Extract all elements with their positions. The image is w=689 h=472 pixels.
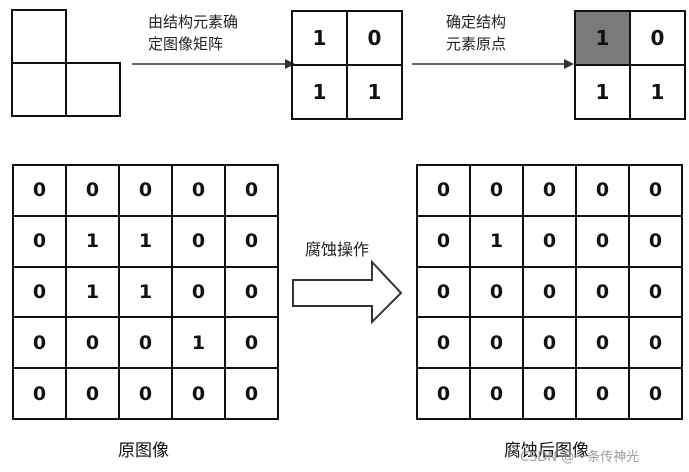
eroded-image-cell: 0 xyxy=(628,316,683,370)
eroded-image-cell: 1 xyxy=(469,214,524,268)
eroded-image-caption: 腐蚀后图像 xyxy=(504,441,589,461)
se-matrix-cell: 1 xyxy=(291,64,348,120)
original-image-cell: 0 xyxy=(118,316,173,370)
se-matrix-cell: 1 xyxy=(291,10,348,66)
eroded-image-cell: 0 xyxy=(522,214,577,268)
original-image-cell: 0 xyxy=(171,164,226,217)
original-image-caption: 原图像 xyxy=(118,441,169,461)
se-shape-cell-bottom-left xyxy=(11,62,67,117)
arrow-set-origin xyxy=(412,59,574,69)
original-image-cell: 1 xyxy=(65,265,120,319)
se-matrix-cell: 1 xyxy=(346,64,403,120)
original-image-cell: 1 xyxy=(118,214,173,268)
original-image-cell: 0 xyxy=(65,316,120,370)
eroded-image-cell: 0 xyxy=(416,164,471,217)
eroded-image-cell: 0 xyxy=(575,316,630,370)
eroded-image-cell: 0 xyxy=(416,214,471,268)
set-origin-label-line1: 确定结构 xyxy=(446,13,507,31)
eroded-image-cell: 0 xyxy=(416,265,471,319)
eroded-image-cell: 0 xyxy=(628,164,683,217)
original-image-cell: 0 xyxy=(118,164,173,217)
watermark-text: CSDN @一条传神光 xyxy=(520,450,640,465)
original-image-cell: 0 xyxy=(12,164,67,217)
erosion-operation-label: 腐蚀操作 xyxy=(305,240,370,259)
origin-matrix-cell: 0 xyxy=(629,10,686,66)
original-image-cell: 0 xyxy=(224,214,279,268)
set-origin-label-line2: 元素原点 xyxy=(446,35,507,53)
eroded-image-cell: 0 xyxy=(575,367,630,420)
eroded-image-cell: 0 xyxy=(575,164,630,217)
original-image-cell: 0 xyxy=(12,214,67,268)
se-shape-cell-top-left xyxy=(11,9,67,64)
eroded-image-cell: 0 xyxy=(575,265,630,319)
structuring-element-shape xyxy=(11,9,121,117)
se-matrix-cell: 0 xyxy=(346,10,403,66)
original-image-cell: 0 xyxy=(224,265,279,319)
original-image-cell: 0 xyxy=(65,367,120,420)
original-image-cell: 0 xyxy=(171,214,226,268)
eroded-image-cell: 0 xyxy=(628,367,683,420)
eroded-image-cell: 0 xyxy=(469,265,524,319)
derive-matrix-label-line1: 由结构元素确 xyxy=(148,13,239,31)
eroded-image-cell: 0 xyxy=(522,316,577,370)
original-image-cell: 0 xyxy=(224,367,279,420)
derive-matrix-label-line2: 定图像矩阵 xyxy=(148,35,224,53)
original-image-cell: 0 xyxy=(171,367,226,420)
eroded-image-cell: 0 xyxy=(628,265,683,319)
eroded-image-cell: 0 xyxy=(522,265,577,319)
original-image-cell: 0 xyxy=(171,265,226,319)
origin-matrix-cell: 1 xyxy=(574,10,631,66)
original-image-cell: 0 xyxy=(12,316,67,370)
original-image-cell: 0 xyxy=(12,367,67,420)
original-image-cell: 0 xyxy=(12,265,67,319)
arrow-derive-matrix xyxy=(132,59,295,69)
eroded-image-cell: 0 xyxy=(416,316,471,370)
eroded-image-cell: 0 xyxy=(469,367,524,420)
original-image-cell: 1 xyxy=(65,214,120,268)
eroded-image-cell: 0 xyxy=(522,367,577,420)
erosion-arrow xyxy=(292,259,403,325)
original-image-cell: 1 xyxy=(118,265,173,319)
original-image-cell: 0 xyxy=(224,164,279,217)
eroded-image-cell: 0 xyxy=(628,214,683,268)
eroded-image-cell: 0 xyxy=(416,367,471,420)
eroded-image-cell: 0 xyxy=(469,316,524,370)
eroded-image-cell: 0 xyxy=(575,214,630,268)
origin-matrix-cell: 1 xyxy=(629,64,686,120)
original-image-cell: 1 xyxy=(171,316,226,370)
se-shape-cell-bottom-right xyxy=(65,62,121,117)
original-image-cell: 0 xyxy=(118,367,173,420)
origin-matrix-cell: 1 xyxy=(574,64,631,120)
eroded-image-cell: 0 xyxy=(522,164,577,217)
eroded-image-cell: 0 xyxy=(469,164,524,217)
original-image-cell: 0 xyxy=(224,316,279,370)
original-image-cell: 0 xyxy=(65,164,120,217)
